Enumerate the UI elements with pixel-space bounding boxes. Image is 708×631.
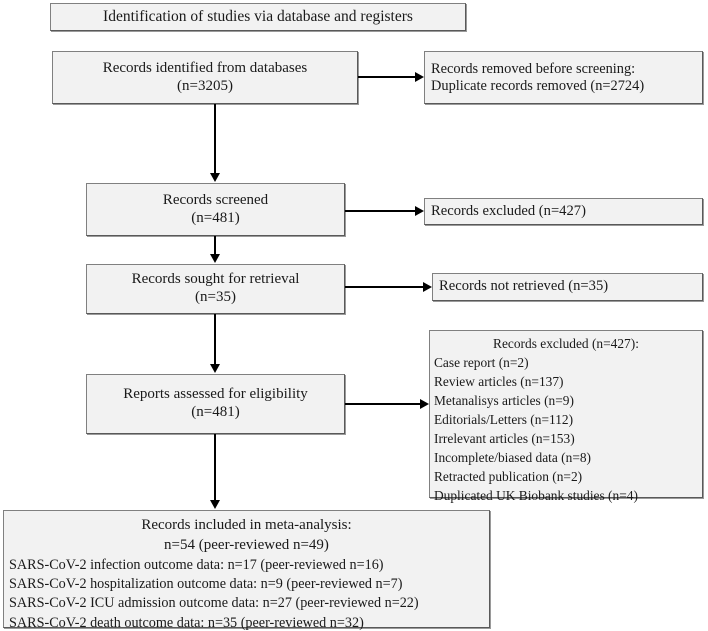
reports-assessed-box: Reports assessed for eligibility (n=481) — [86, 374, 345, 434]
connector-screened-to-excluded — [345, 210, 416, 212]
records-excluded-reasons-box: Records excluded (n=427): Case report (n… — [429, 330, 703, 503]
arrowhead-screened-to-sought — [210, 254, 220, 263]
records-sought-box: Records sought for retrieval (n=35) — [86, 264, 345, 314]
records-screened-count: (n=481) — [191, 209, 240, 226]
arrowhead-assessed-to-excluded-reasons — [420, 399, 429, 409]
excluded-reason-item: Irrelevant articles (n=153) — [434, 431, 575, 447]
excluded-reason-item: Metanalisys articles (n=9) — [434, 393, 574, 409]
records-screened-label: Records screened — [162, 191, 269, 208]
connector-sought-to-assessed — [214, 314, 216, 365]
excluded-reasons-header: Records excluded (n=427): — [493, 336, 639, 351]
records-removed-box: Records removed before screening: Duplic… — [424, 51, 703, 104]
records-not-retrieved-label: Records not retrieved (n=35) — [439, 278, 609, 295]
records-identified-box: Records identified from databases (n=320… — [52, 51, 358, 104]
records-screened-box: Records screened (n=481) — [86, 183, 345, 236]
records-sought-label: Records sought for retrieval — [131, 271, 300, 288]
reports-assessed-label: Reports assessed for eligibility — [123, 386, 308, 403]
records-included-box: Records included in meta-analysis: n=54 … — [3, 510, 490, 631]
excluded-reason-item: Editorials/Letters (n=112) — [434, 412, 574, 428]
connector-identified-to-screened — [214, 104, 216, 174]
connector-assessed-to-included — [214, 434, 216, 502]
arrowhead-sought-to-assessed — [210, 364, 220, 373]
outcome-detail-hospitalization: SARS-CoV-2 hospitalization outcome data:… — [9, 576, 403, 593]
connector-sought-to-not-retrieved — [345, 286, 424, 288]
outcome-detail-icu-admission: SARS-CoV-2 ICU admission outcome data: n… — [9, 595, 419, 612]
excluded-reason-item: Incomplete/biased data (n=8) — [434, 450, 592, 466]
excluded-reason-item: Retracted publication (n=2) — [434, 469, 583, 485]
arrowhead-screened-to-excluded — [415, 206, 424, 216]
records-identified-count: (n=3205) — [177, 77, 233, 94]
arrowhead-assessed-to-included — [210, 500, 220, 509]
records-sought-count: (n=35) — [195, 289, 236, 305]
records-included-label: Records included in meta-analysis: — [141, 517, 352, 533]
records-included-count: n=54 (peer-reviewed n=49) — [164, 537, 329, 554]
connector-assessed-to-excluded-reasons — [345, 403, 421, 405]
duplicate-records-removed-count: Duplicate records removed (n=2724) — [431, 77, 645, 94]
records-removed-label: Records removed before screening: — [431, 60, 636, 77]
connector-screened-to-sought — [214, 236, 216, 255]
arrowhead-identified-to-removed — [415, 72, 424, 82]
diagram-title-box: Identification of studies via database a… — [50, 3, 466, 31]
outcome-detail-infection: SARS-CoV-2 infection outcome data: n=17 … — [9, 556, 384, 573]
diagram-title-text: Identification of studies via database a… — [103, 7, 413, 25]
excluded-reason-item: Duplicated UK Biobank studies (n=4) — [434, 488, 638, 504]
arrowhead-sought-to-not-retrieved — [423, 282, 432, 292]
connector-identified-to-removed — [358, 76, 416, 78]
excluded-reason-item: Case report (n=2) — [434, 355, 529, 371]
records-excluded-label: Records excluded (n=427) — [431, 202, 586, 219]
records-not-retrieved-box: Records not retrieved (n=35) — [432, 273, 703, 301]
records-excluded-box: Records excluded (n=427) — [424, 198, 703, 225]
excluded-reason-item: Review articles (n=137) — [434, 374, 564, 390]
arrowhead-identified-to-screened — [210, 173, 220, 182]
outcome-detail-death: SARS-CoV-2 death outcome data: n=35 (pee… — [9, 614, 364, 631]
records-identified-label: Records identified from databases — [102, 59, 308, 76]
reports-assessed-count: (n=481) — [191, 404, 240, 420]
